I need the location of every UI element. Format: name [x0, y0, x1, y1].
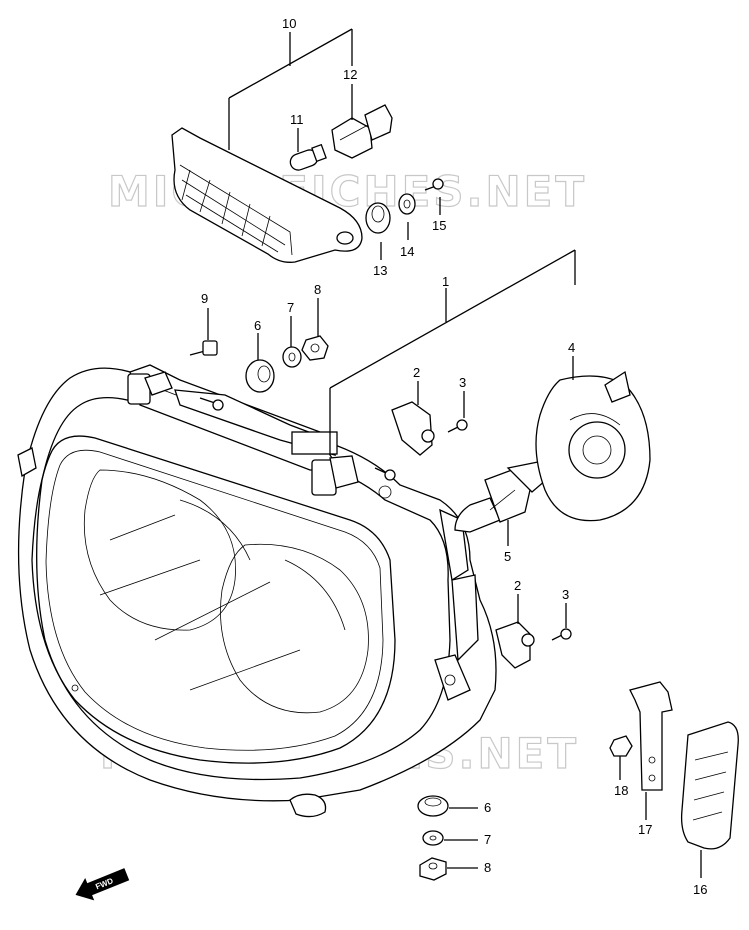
grommet-13 — [365, 202, 391, 234]
callout-10: 10 — [282, 16, 296, 31]
screw-9 — [189, 340, 218, 356]
callout-8-lower: 8 — [484, 860, 491, 875]
callout-3-upper: 3 — [459, 375, 466, 390]
callout-labels: 10 12 11 13 14 15 1 9 8 7 6 4 2 3 5 2 3 … — [201, 16, 707, 897]
callout-15: 15 — [432, 218, 446, 233]
callout-13: 13 — [373, 263, 387, 278]
grommet-6-lower — [417, 795, 449, 817]
callout-6-upper: 6 — [254, 318, 261, 333]
callout-9: 9 — [201, 291, 208, 306]
callout-12: 12 — [343, 67, 357, 82]
callout-2-upper: 2 — [413, 365, 420, 380]
headlamp-bulb — [454, 461, 547, 533]
callout-3-lower: 3 — [562, 587, 569, 602]
callout-6-lower: 6 — [484, 800, 491, 815]
callout-7-upper: 7 — [287, 300, 294, 315]
bulb-holder-lower — [495, 621, 535, 669]
screw-3-lower — [551, 628, 572, 641]
grommet-6-upper — [245, 359, 275, 393]
nut-18 — [609, 735, 633, 757]
bulb-holder-upper — [391, 401, 435, 456]
callout-11: 11 — [290, 112, 304, 127]
position-lamp — [171, 127, 363, 263]
side-reflector — [680, 721, 739, 850]
callout-5: 5 — [504, 549, 511, 564]
housing-screw-right — [374, 467, 396, 481]
callout-4: 4 — [568, 340, 575, 355]
screw-15 — [424, 178, 444, 191]
headlamp-housing — [17, 364, 497, 818]
callout-14: 14 — [400, 244, 414, 259]
nut-8-lower — [419, 857, 447, 881]
rear-cover — [535, 370, 651, 522]
callout-1: 1 — [442, 274, 449, 289]
callout-16: 16 — [693, 882, 707, 897]
reflector-bracket — [629, 681, 673, 791]
housing-screw-left — [199, 397, 224, 411]
callout-8-upper: 8 — [314, 282, 321, 297]
washer-14 — [398, 193, 416, 215]
callout-18: 18 — [614, 783, 628, 798]
washer-7-lower — [422, 830, 444, 846]
position-bulb — [289, 143, 327, 171]
leader-lines — [207, 28, 702, 878]
nut-8-upper — [301, 335, 329, 361]
callout-7-lower: 7 — [484, 832, 491, 847]
washer-7-upper — [282, 346, 302, 368]
fwd-arrow: FWD — [75, 868, 130, 901]
callout-2-lower: 2 — [514, 578, 521, 593]
position-socket — [331, 104, 393, 159]
callout-17: 17 — [638, 822, 652, 837]
screw-3-upper — [447, 419, 468, 433]
